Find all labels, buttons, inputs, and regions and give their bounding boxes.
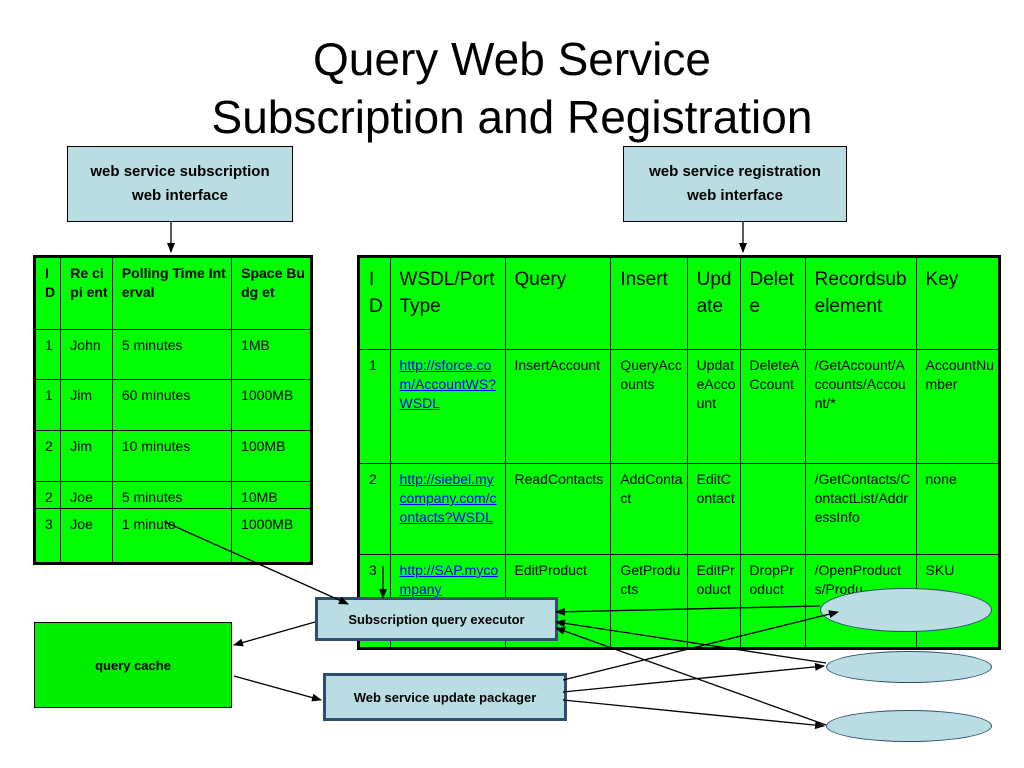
table-cell: none	[915, 463, 1001, 555]
registration-header-wsdl: WSDL/PortType	[389, 256, 506, 350]
title-line-2: Subscription and Registration	[211, 91, 813, 143]
arrow-packager-to-endpoint-3	[562, 699, 825, 730]
arrow-packager-to-endpoint-2	[562, 662, 825, 693]
page-title: Query Web Service Subscription and Regis…	[0, 30, 1024, 146]
registration-header-delete: Delete	[739, 256, 806, 350]
service-endpoint-ellipse-2[interactable]	[826, 651, 992, 683]
registration-header-insert: Insert	[610, 256, 688, 350]
registration-table-header: ID WSDL/PortType Query Insert Update Del…	[358, 256, 1001, 350]
table-cell: 2	[358, 463, 391, 555]
table-cell: AccountNumber	[915, 349, 1001, 464]
arrow-query-cache-to-packager	[233, 675, 322, 702]
service-endpoint-ellipse-1[interactable]	[820, 588, 992, 632]
subscription-table-header: I D Re cipi ent Polling Time Interval Sp…	[33, 256, 312, 330]
table-cell: 1	[33, 379, 62, 431]
table-cell: 10 minutes	[111, 430, 233, 482]
query-cache-box[interactable]: query cache	[34, 622, 232, 708]
registration-interface-box[interactable]: web service registration web interface	[623, 146, 847, 222]
table-row: 1 http://sforce.com/AccountWS?WSDL Inser…	[358, 349, 1001, 464]
table-cell: AddContact	[610, 463, 688, 555]
table-cell: 5 minutes	[111, 481, 233, 509]
table-cell: http://siebel.mycompany.com/contacts?WSD…	[389, 463, 506, 555]
table-row: 1 Jim 60 minutes 1000MB	[33, 379, 312, 431]
table-cell: 1 minute	[111, 508, 233, 564]
table-cell: DropProduct	[739, 554, 806, 649]
table-cell: EditProduct	[686, 554, 741, 649]
arrow-executor-to-query-cache	[233, 621, 316, 647]
wsdl-link[interactable]: http://SAP.mycompany	[399, 562, 499, 597]
registration-interface-line-1: web service registration	[649, 163, 821, 180]
registration-header-record-subelement: Recordsubelement	[804, 256, 917, 350]
table-cell: Joe	[60, 481, 113, 509]
subscription-query-executor-box[interactable]: Subscription query executor	[315, 597, 558, 641]
table-cell: InsertAccount	[504, 349, 612, 464]
subscription-table: I D Re cipi ent Polling Time Interval Sp…	[33, 255, 313, 565]
subscription-header-recipient: Re cipi ent	[60, 256, 113, 330]
table-cell: Joe	[60, 508, 113, 564]
registration-header-key: Key	[915, 256, 1001, 350]
table-cell	[739, 463, 806, 555]
registration-header-id: ID	[358, 256, 391, 350]
table-cell: 10MB	[231, 481, 312, 509]
subscription-interface-box[interactable]: web service subscription web interface	[67, 146, 293, 222]
table-row: 3 Joe 1 minute 1000MB	[33, 508, 312, 564]
table-row: 1 John 5 minutes 1MB	[33, 329, 312, 380]
table-cell: http://sforce.com/AccountWS?WSDL	[389, 349, 506, 464]
table-cell: Jim	[60, 430, 113, 482]
table-cell: 60 minutes	[111, 379, 233, 431]
table-row: 2 http://siebel.mycompany.com/contacts?W…	[358, 463, 1001, 555]
table-cell: 1000MB	[231, 379, 312, 431]
table-row: 2 Joe 5 minutes 10MB	[33, 481, 312, 509]
table-cell: UpdateAccount	[686, 349, 741, 464]
subscription-header-space-budget: Space Budg et	[231, 256, 312, 330]
table-cell: EditContact	[686, 463, 741, 555]
wsdl-link[interactable]: http://sforce.com/AccountWS?WSDL	[399, 357, 497, 411]
table-cell: 1MB	[231, 329, 312, 380]
table-cell: 5 minutes	[111, 329, 233, 380]
service-endpoint-ellipse-3[interactable]	[826, 710, 992, 742]
registration-table: ID WSDL/PortType Query Insert Update Del…	[357, 255, 1001, 650]
web-service-update-packager-box[interactable]: Web service update packager	[323, 673, 567, 721]
table-cell: 1	[358, 349, 391, 464]
registration-header-query: Query	[504, 256, 612, 350]
subscription-header-id: I D	[33, 256, 62, 330]
table-cell: /GetAccount/Accounts/Account/*	[804, 349, 917, 464]
subscription-interface-line-2: web interface	[132, 187, 228, 204]
table-cell: QueryAccounts	[610, 349, 688, 464]
table-cell: 1000MB	[231, 508, 312, 564]
table-cell: John	[60, 329, 113, 380]
title-line-1: Query Web Service	[313, 33, 711, 85]
wsdl-link[interactable]: http://siebel.mycompany.com/contacts?WSD…	[399, 471, 497, 525]
subscription-header-polling-interval: Polling Time Interval	[111, 256, 233, 330]
registration-interface-line-2: web interface	[687, 187, 783, 204]
table-cell: 2	[33, 481, 62, 509]
table-cell: 1	[33, 329, 62, 380]
table-cell: GetProducts	[610, 554, 688, 649]
table-cell: DeleteACcount	[739, 349, 806, 464]
table-cell: 2	[33, 430, 62, 482]
subscription-interface-line-1: web service subscription	[90, 163, 270, 180]
table-cell: 3	[33, 508, 62, 564]
registration-header-update: Update	[686, 256, 741, 350]
table-cell: /GetContacts/ContactList/AddressInfo	[804, 463, 917, 555]
table-row: 2 Jim 10 minutes 100MB	[33, 430, 312, 482]
table-cell: Jim	[60, 379, 113, 431]
table-cell: 100MB	[231, 430, 312, 482]
table-cell: ReadContacts	[504, 463, 612, 555]
